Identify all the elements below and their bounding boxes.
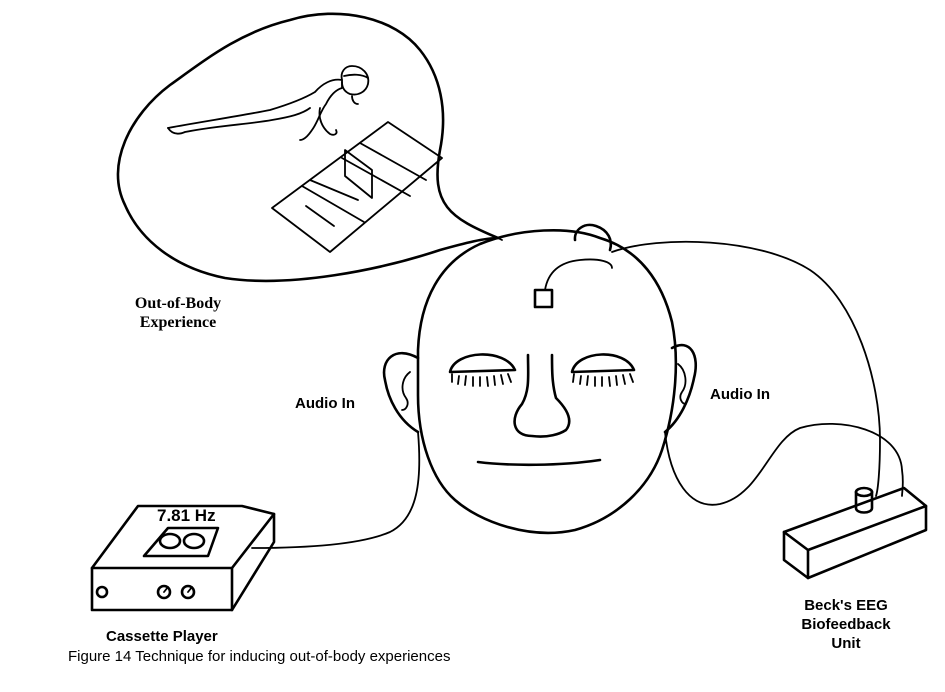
right-eye — [570, 353, 636, 374]
figure-caption: Figure 14 Technique for inducing out-of-… — [68, 648, 451, 665]
mouth — [476, 458, 602, 467]
cassette-label: Cassette Player — [106, 628, 218, 645]
audio-in-right-label: Audio In — [710, 386, 770, 403]
head-outline — [416, 228, 678, 535]
left-ear — [382, 351, 420, 434]
nose — [513, 353, 571, 438]
obe-label: Out-of-Body Experience — [118, 294, 238, 332]
right-ear — [663, 343, 698, 434]
scalp-bump — [573, 223, 613, 252]
frequency-readout: 7.81 Hz — [157, 506, 216, 525]
eeg-wire — [611, 240, 881, 497]
bed — [271, 121, 443, 253]
bubble-connector — [497, 237, 503, 241]
electrode — [533, 288, 554, 309]
eeg-unit — [782, 486, 928, 580]
eeg-label-line3: Unit — [831, 635, 861, 652]
eeg-label: Beck's EEG Biofeedback Unit — [790, 596, 902, 653]
obe-label-line1: Out-of-Body — [134, 295, 222, 312]
thought-bubble — [116, 12, 500, 283]
audio-in-left-label: Audio In — [295, 395, 355, 412]
floating-body — [167, 65, 370, 141]
cassette-player — [90, 504, 276, 612]
obe-label-line2: Experience — [139, 314, 217, 331]
electrode-lead — [544, 258, 613, 291]
audio-wire-right — [664, 422, 904, 506]
eeg-label-line2: Biofeedback — [801, 616, 891, 633]
audio-wire-left — [251, 431, 421, 549]
eeg-label-line1: Beck's EEG — [804, 597, 888, 614]
left-eye — [448, 353, 517, 374]
